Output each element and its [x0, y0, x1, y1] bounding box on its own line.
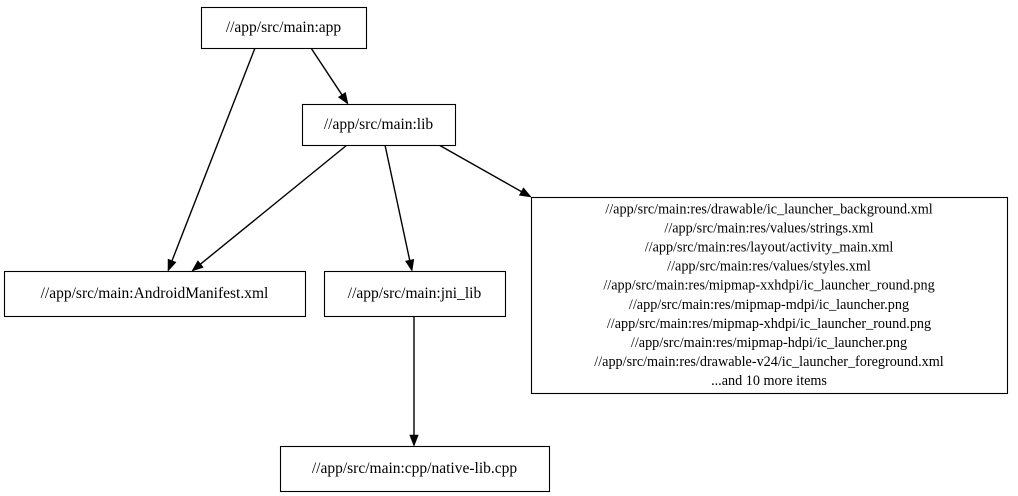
node-label-line: //app/src/main:res/values/strings.xml	[664, 220, 873, 236]
edge-arrowhead-icon	[518, 187, 532, 198]
edge-line	[200, 144, 348, 265]
edge-app-to-lib	[310, 47, 349, 105]
node-label-line: ...and 10 more items	[711, 373, 827, 389]
edge-line	[171, 47, 256, 262]
edge-arrowhead-icon	[337, 92, 349, 105]
node-box	[279, 445, 551, 493]
edge-arrowhead-icon	[191, 260, 204, 272]
node-label-line: //app/src/main:res/mipmap-hdpi/ic_launch…	[631, 335, 907, 351]
graph-node-jni_lib[interactable]: //app/src/main:jni_lib	[323, 270, 507, 318]
graph-node-native_lib[interactable]: //app/src/main:cpp/native-lib.cpp	[279, 445, 551, 493]
edge-arrowhead-icon	[409, 434, 419, 447]
edge-line	[384, 144, 411, 261]
nodes-layer: //app/src/main:app //app/src/main:lib //ap…	[3, 6, 1009, 493]
node-label-line: //app/src/main:res/drawable/ic_launcher_…	[605, 201, 932, 217]
node-label: //app/src/main:res/drawable/ic_launcher_…	[594, 201, 944, 389]
edge-app-to-manifest	[167, 47, 256, 272]
node-box	[301, 103, 457, 147]
node-label: //app/src/main:app	[226, 19, 342, 36]
edges-layer	[167, 47, 532, 447]
edge-line	[310, 47, 343, 96]
edge-lib-to-manifest	[191, 144, 348, 272]
edge-jni-lib-to-native-lib	[409, 316, 419, 447]
graph-node-lib[interactable]: //app/src/main:lib	[301, 103, 457, 147]
node-box	[200, 6, 368, 50]
edge-line	[438, 144, 522, 193]
node-box	[323, 270, 507, 318]
graph-node-resources[interactable]: //app/src/main:res/drawable/ic_launcher_…	[530, 196, 1009, 395]
node-label: //app/src/main:lib	[324, 116, 434, 133]
node-label-line: //app/src/main:res/mipmap-xxhdpi/ic_laun…	[603, 278, 934, 294]
node-label-line: //app/src/main:res/values/styles.xml	[667, 259, 871, 275]
graph-node-manifest[interactable]: //app/src/main:AndroidManifest.xml	[3, 270, 307, 318]
node-label-line: //app/src/main:res/drawable-v24/ic_launc…	[594, 354, 944, 370]
edge-arrowhead-icon	[167, 258, 177, 272]
node-label: //app/src/main:cpp/native-lib.cpp	[312, 460, 518, 477]
edge-lib-to-resources	[438, 144, 532, 198]
node-label-line: //app/src/main:res/mipmap-mdpi/ic_launch…	[629, 297, 909, 313]
node-box	[530, 196, 1009, 395]
edge-arrowhead-icon	[405, 258, 415, 272]
graph-node-app[interactable]: //app/src/main:app	[200, 6, 368, 50]
edge-lib-to-jni-lib	[384, 144, 415, 272]
node-label-line: //app/src/main:res/mipmap-xhdpi/ic_launc…	[607, 316, 931, 332]
node-label-line: //app/src/main:res/layout/activity_main.…	[645, 239, 894, 255]
node-label: //app/src/main:AndroidManifest.xml	[41, 285, 269, 302]
node-box	[3, 270, 307, 318]
node-label: //app/src/main:jni_lib	[348, 285, 482, 302]
